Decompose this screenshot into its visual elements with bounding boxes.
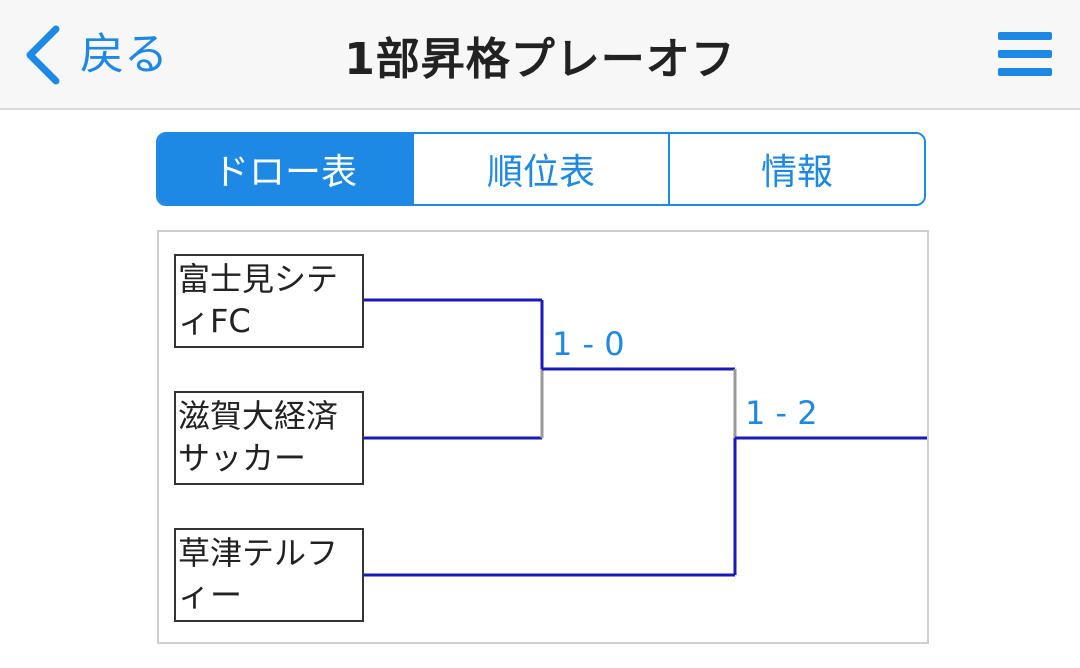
back-label: 戻る: [80, 29, 168, 80]
team-box-shiga-keizai[interactable]: 滋賀大経済サッカー: [174, 391, 364, 485]
tab-draw[interactable]: ドロー表: [158, 134, 412, 204]
final-score: 1 - 2: [745, 394, 818, 432]
hamburger-menu-icon[interactable]: [998, 32, 1052, 76]
page-title: 1部昇格プレーオフ: [344, 34, 736, 85]
tab-info[interactable]: 情報: [668, 134, 924, 204]
round1-score: 1 - 0: [552, 325, 625, 363]
tab-standings[interactable]: 順位表: [412, 134, 668, 204]
team-box-kusatsu-telfy[interactable]: 草津テルフィー: [174, 528, 364, 622]
team-box-fujimi-city[interactable]: 富士見シティFC: [174, 254, 364, 348]
view-tabs: ドロー表 順位表 情報: [156, 132, 926, 206]
tournament-bracket: 富士見シティFC 滋賀大経済サッカー 草津テルフィー 1 - 0 1 - 2: [157, 230, 929, 644]
back-button[interactable]: 戻る: [22, 22, 168, 88]
chevron-left-icon: [26, 25, 60, 85]
bracket-lines: [364, 298, 927, 577]
nav-bar: 戻る 1部昇格プレーオフ: [0, 0, 1080, 110]
